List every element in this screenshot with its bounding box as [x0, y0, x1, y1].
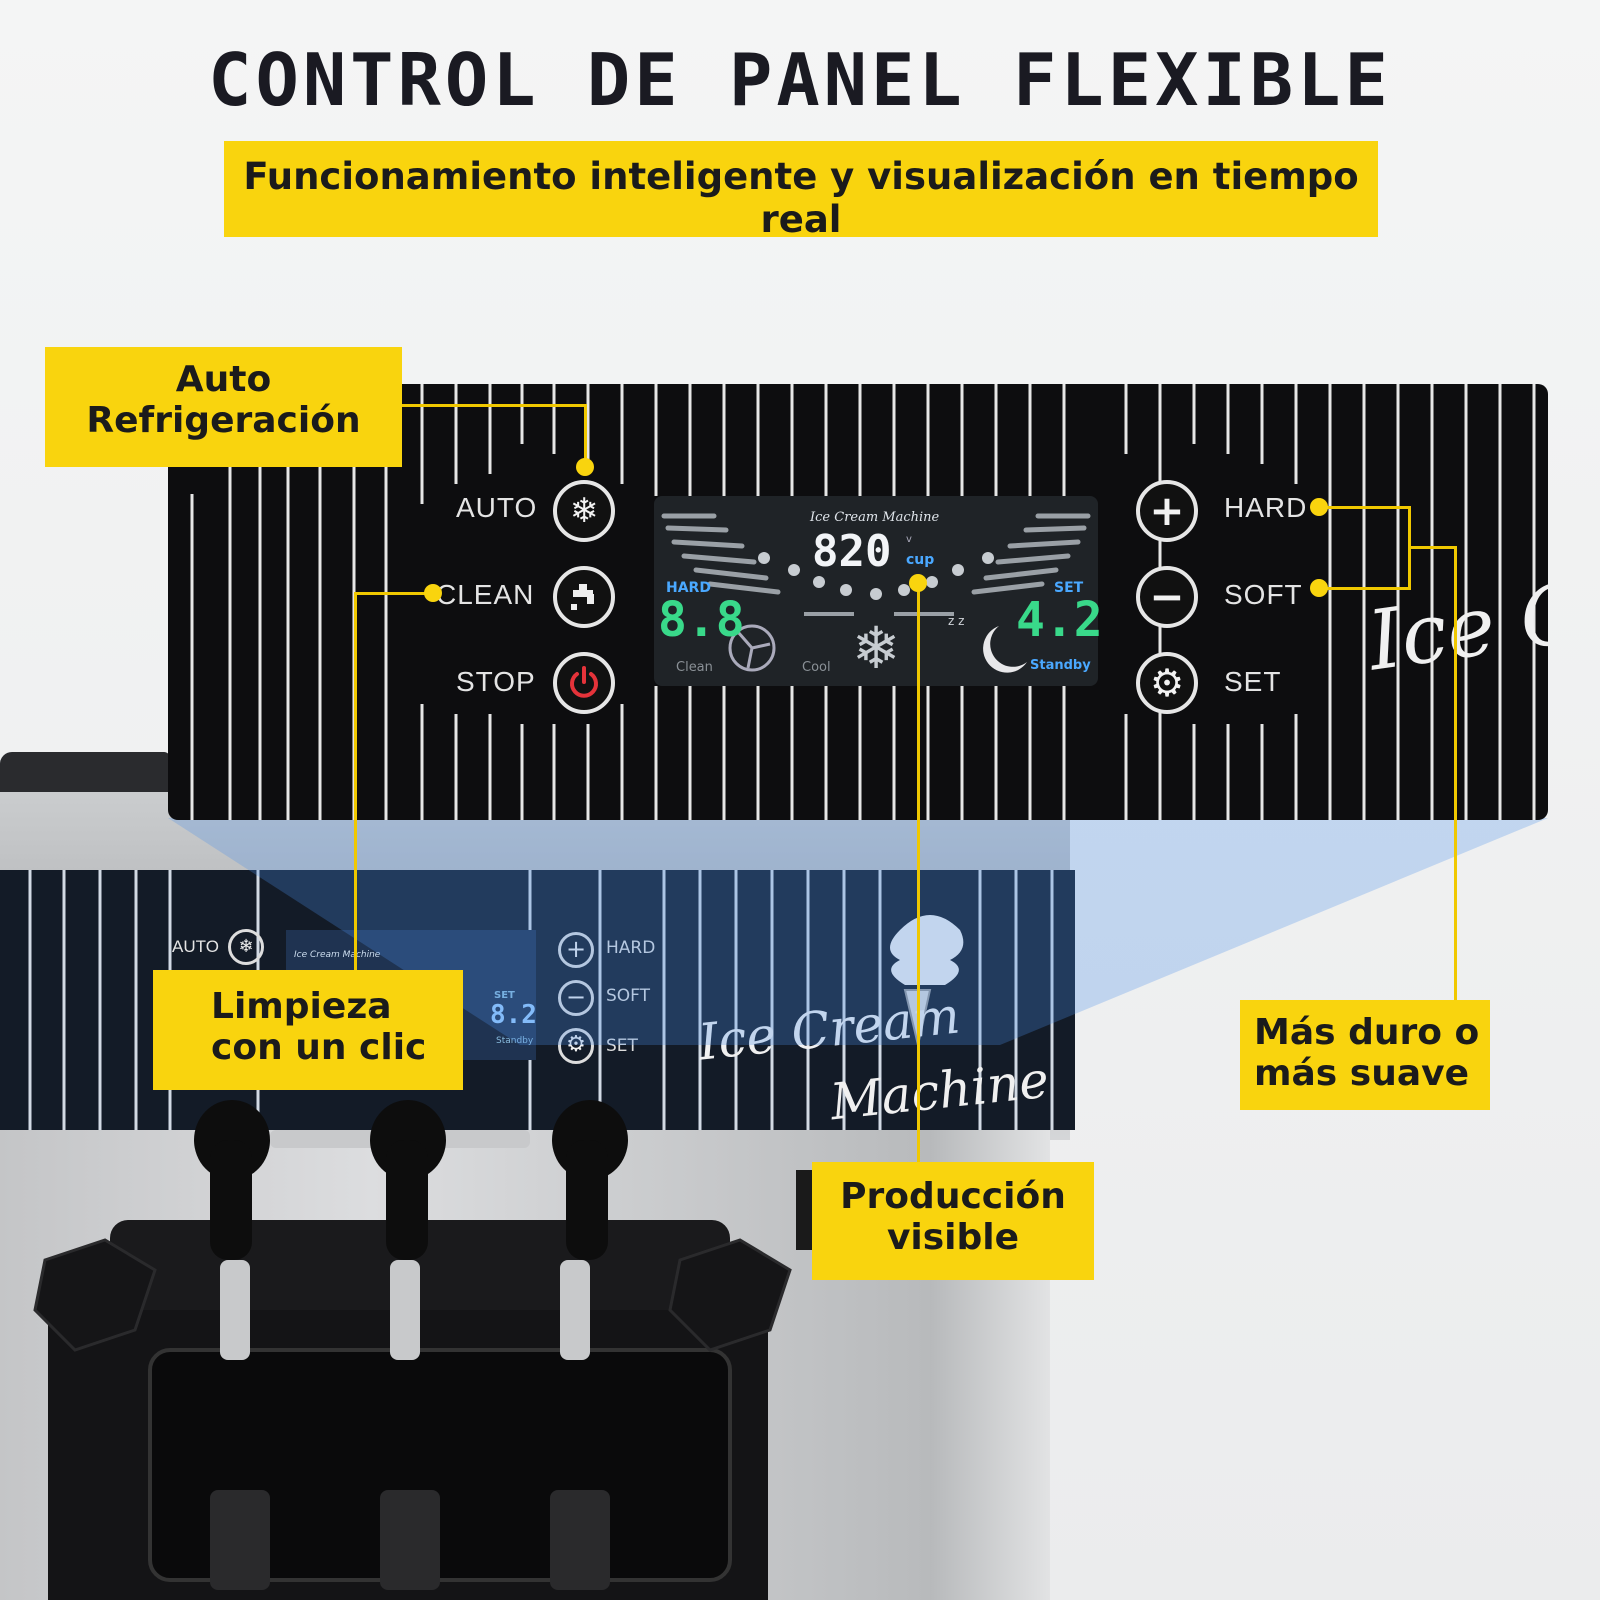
mini-hard-label: HARD [606, 938, 656, 958]
connector-auto-v [584, 404, 587, 466]
connector-hardness-v [1454, 546, 1457, 1000]
mini-snowflake-icon[interactable]: ❄ [228, 929, 264, 965]
auto-label: AUTO [456, 492, 538, 523]
subtitle-banner: Funcionamiento inteligente y visualizaci… [224, 141, 1378, 241]
mini-soft-label: SOFT [606, 986, 651, 1006]
production-dot [909, 574, 927, 592]
auto-dot [576, 458, 594, 476]
display-v-mark: v [906, 534, 912, 545]
mini-standby: Standby [496, 1036, 534, 1046]
callout-visible-production: Producción visible [812, 1162, 1094, 1280]
soft-label: SOFT [1224, 579, 1303, 610]
callout-clean-line1: Limpieza [211, 986, 392, 1027]
soft-dot [1310, 579, 1328, 597]
mini-plus-icon[interactable]: + [558, 932, 594, 968]
mini-set-label-right: SET [606, 1036, 638, 1056]
set-label: SET [1224, 666, 1282, 697]
connector-auto-h [400, 404, 585, 407]
lcd-display: ❄ Ice Cream Machine 820 v cup HARD 8.8 S… [654, 496, 1103, 686]
mini-display-brand: Ice Cream Machine [294, 950, 381, 960]
machine-lid [0, 752, 170, 792]
display-hard-label: HARD [666, 580, 711, 596]
soft-button[interactable]: − [1136, 566, 1198, 628]
power-icon [570, 666, 598, 698]
stop-label: STOP [456, 666, 536, 697]
clean-dot [424, 584, 442, 602]
connector-production-v [917, 582, 920, 1162]
cup-unit: cup [906, 552, 935, 568]
display-set-label: SET [1054, 580, 1084, 596]
standby-label: Standby [1030, 658, 1091, 673]
callout-production-line1: Producción [840, 1176, 1066, 1217]
auto-button[interactable]: ❄ [553, 480, 615, 542]
callout-hardness-line1: Más duro o [1254, 1012, 1480, 1053]
faucet-icon [571, 584, 594, 610]
minus-icon: − [1149, 572, 1185, 621]
hard-label: HARD [1224, 492, 1308, 523]
mini-set-label: SET [494, 990, 515, 1001]
callout-clean-line2: con un clic [211, 1027, 427, 1069]
connector-clean-h [354, 592, 434, 595]
page-title: CONTROL DE PANEL FLEXIBLE [208, 38, 1392, 122]
clean-label: CLEAN [436, 579, 535, 610]
cup-count: 820 [812, 526, 892, 577]
clean-button[interactable] [553, 566, 615, 628]
display-brand: Ice Cream Machine [810, 510, 940, 525]
snowflake-icon: ❄ [569, 491, 599, 531]
stop-button[interactable] [553, 652, 615, 714]
clean-mode-label: Clean [676, 660, 713, 675]
callout-one-click-clean: Limpieza con un clic [153, 970, 463, 1090]
hard-dot [1310, 498, 1328, 516]
cool-mode-label: Cool [802, 660, 831, 675]
callout-auto-line2: Refrigeración [86, 400, 361, 442]
callout-production-line2: visible [886, 1217, 1020, 1259]
mini-minus-icon[interactable]: − [558, 980, 594, 1016]
callout-harder-softer: Más duro o más suave [1240, 1000, 1490, 1110]
cool-snowflake-icon: ❄ [852, 614, 901, 682]
connector-hard-h [1318, 506, 1410, 509]
set-button[interactable]: ⚙ [1136, 652, 1198, 714]
sleep-z: z z [948, 614, 965, 628]
connector-hardsoft-link [1408, 546, 1456, 549]
moon-icon [983, 626, 1027, 673]
mini-auto-label: AUTO [172, 937, 219, 956]
hard-button[interactable]: + [1136, 480, 1198, 542]
plus-icon: + [1149, 486, 1185, 535]
callout-hardness-line2: más suave [1254, 1053, 1469, 1095]
connector-clean-v [354, 592, 357, 970]
mini-set-value: 8.2 [490, 1000, 537, 1030]
set-value: 4.2 [1016, 592, 1103, 648]
callout-auto-line1: Auto [175, 359, 272, 400]
hard-value: 8.8 [658, 592, 745, 648]
gear-icon: ⚙ [1149, 661, 1185, 705]
dispenser-details [33, 1100, 792, 1590]
subtitle-text: Funcionamiento inteligente y visualizaci… [243, 155, 1359, 241]
connector-soft-h [1318, 587, 1410, 590]
fan-icon [728, 624, 776, 672]
display-graphics: ❄ [661, 513, 1091, 682]
callout-auto-refrigeration: Auto Refrigeración [45, 347, 402, 467]
mini-gear-icon[interactable]: ⚙ [558, 1028, 594, 1064]
